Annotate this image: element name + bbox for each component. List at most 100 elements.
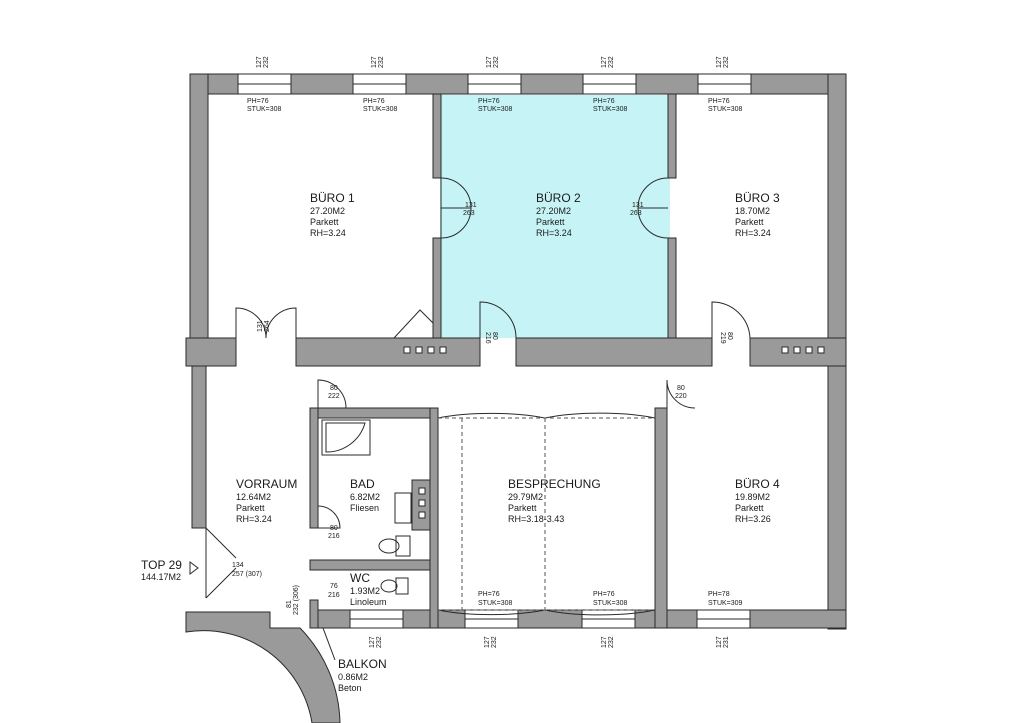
svg-text:131: 131	[632, 202, 644, 209]
svg-text:Fliesen: Fliesen	[350, 503, 379, 513]
window-dim: 232	[378, 56, 385, 68]
svg-text:216: 216	[484, 332, 491, 344]
svg-text:STUK=308: STUK=308	[363, 106, 398, 113]
svg-text:263: 263	[630, 210, 642, 217]
svg-text:1.93M2: 1.93M2	[350, 586, 380, 596]
window-dim: 127	[256, 56, 263, 68]
room-label-buero4: BÜRO 4 19.89M2 Parkett RH=3.26	[735, 477, 780, 524]
room-label-wc: WC 1.93M2 Linoleum	[350, 571, 387, 607]
wall-bottom	[749, 609, 847, 629]
svg-text:Parkett: Parkett	[536, 217, 565, 227]
wall-interior	[309, 599, 319, 629]
window-dim: 127	[716, 56, 723, 68]
svg-text:RH=3.26: RH=3.26	[735, 514, 771, 524]
room-name: BÜRO 1	[310, 191, 355, 205]
room-name: BÜRO 3	[735, 191, 780, 205]
wall-interior	[309, 407, 319, 529]
svg-text:PH=76: PH=76	[593, 98, 615, 105]
svg-text:232: 232	[376, 636, 383, 648]
svg-text:127: 127	[484, 636, 491, 648]
wall-interior	[295, 337, 481, 367]
window-top-5	[697, 73, 752, 95]
svg-text:PH=76: PH=76	[363, 98, 385, 105]
svg-text:RH=3.24: RH=3.24	[236, 514, 272, 524]
door-bad	[317, 379, 347, 529]
window-dim: 232	[608, 56, 615, 68]
room-name: VORRAUM	[236, 477, 297, 491]
svg-text:216: 216	[328, 533, 340, 540]
svg-text:STUK=308: STUK=308	[708, 106, 743, 113]
svg-text:RH=3.24: RH=3.24	[536, 228, 572, 238]
balkon-leader-line	[322, 627, 336, 661]
svg-text:Parkett: Parkett	[735, 217, 764, 227]
window-dim: 127	[486, 56, 493, 68]
room-label-buero2: BÜRO 2 27.20M2 Parkett RH=3.24	[536, 191, 581, 238]
window-top-4	[582, 73, 637, 95]
bathtub-icon	[321, 419, 371, 456]
svg-text:80: 80	[677, 385, 685, 392]
entrance-label: TOP 29 144.17M2	[141, 558, 182, 582]
svg-text:127: 127	[369, 636, 376, 648]
room-name: BAD	[350, 477, 375, 491]
window-bottom-4	[696, 609, 751, 629]
svg-text:29.79M2: 29.79M2	[508, 492, 543, 502]
svg-text:PH=78: PH=78	[708, 591, 730, 598]
door-besprechung-buero4	[666, 379, 696, 409]
sink-icon	[394, 492, 412, 524]
wall-interior	[432, 93, 442, 179]
room-label-vorraum: VORRAUM 12.64M2 Parkett RH=3.24	[236, 477, 297, 524]
svg-text:PH=76: PH=76	[593, 591, 615, 598]
svg-text:STUK=308: STUK=308	[593, 106, 628, 113]
window-dim: 127	[601, 56, 608, 68]
svg-text:TOP 29: TOP 29	[141, 558, 182, 572]
room-name: BESPRECHUNG	[508, 477, 601, 491]
wall-top	[635, 73, 699, 95]
svg-text:127: 127	[601, 636, 608, 648]
dashed-partitions	[438, 417, 655, 611]
svg-text:PH=76: PH=76	[478, 591, 500, 598]
window-dim: 232	[493, 56, 500, 68]
door-buero2-buero3	[637, 177, 669, 239]
entrance-arrow-icon	[189, 561, 199, 575]
wall-interior	[185, 337, 237, 367]
svg-text:219: 219	[719, 332, 726, 344]
door-dim-labels: 131 263 131 263 131 264 80 216 80 219 80…	[232, 202, 733, 615]
room-label-buero1: BÜRO 1 27.20M2 Parkett RH=3.24	[310, 191, 355, 238]
wall-interior	[429, 407, 439, 629]
door-entrance	[205, 527, 237, 599]
toilet-icon	[378, 535, 411, 557]
svg-text:19.89M2: 19.89M2	[735, 492, 770, 502]
svg-text:STUK=308: STUK=308	[478, 106, 513, 113]
window-dim: 127	[371, 56, 378, 68]
bath-shaft-squares	[418, 487, 426, 519]
room-label-balkon: BALKON 0.86M2 Beton	[338, 657, 387, 693]
svg-text:6.82M2: 6.82M2	[350, 492, 380, 502]
svg-text:232 (306): 232 (306)	[293, 585, 300, 615]
svg-text:RH=3.18-3.43: RH=3.18-3.43	[508, 514, 564, 524]
svg-text:RH=3.24: RH=3.24	[735, 228, 771, 238]
window-top-2	[352, 73, 407, 95]
window-top-1	[237, 73, 292, 95]
wall-interior	[309, 559, 431, 571]
svg-text:PH=76: PH=76	[708, 98, 730, 105]
svg-text:232: 232	[608, 636, 615, 648]
svg-text:222: 222	[328, 393, 340, 400]
wall-left	[191, 365, 207, 529]
door-buero1-buero2	[440, 177, 472, 239]
svg-text:Parkett: Parkett	[508, 503, 537, 513]
svg-text:80: 80	[330, 525, 338, 532]
window-dim: 232	[723, 56, 730, 68]
svg-text:231: 231	[723, 636, 730, 648]
svg-text:12.64M2: 12.64M2	[236, 492, 271, 502]
svg-text:18.70M2: 18.70M2	[735, 206, 770, 216]
svg-text:PH=76: PH=76	[247, 98, 269, 105]
svg-text:RH=3.24: RH=3.24	[310, 228, 346, 238]
svg-text:STUK=308: STUK=308	[478, 600, 513, 607]
svg-text:Linoleum: Linoleum	[350, 597, 387, 607]
wall-interior	[667, 93, 677, 179]
svg-text:80: 80	[491, 332, 498, 340]
window-bottom-1	[349, 609, 404, 629]
room-name: BALKON	[338, 657, 387, 671]
sill-top-labels: PH=76 STUK=308 PH=76 STUK=308 PH=76 STUK…	[247, 98, 743, 113]
